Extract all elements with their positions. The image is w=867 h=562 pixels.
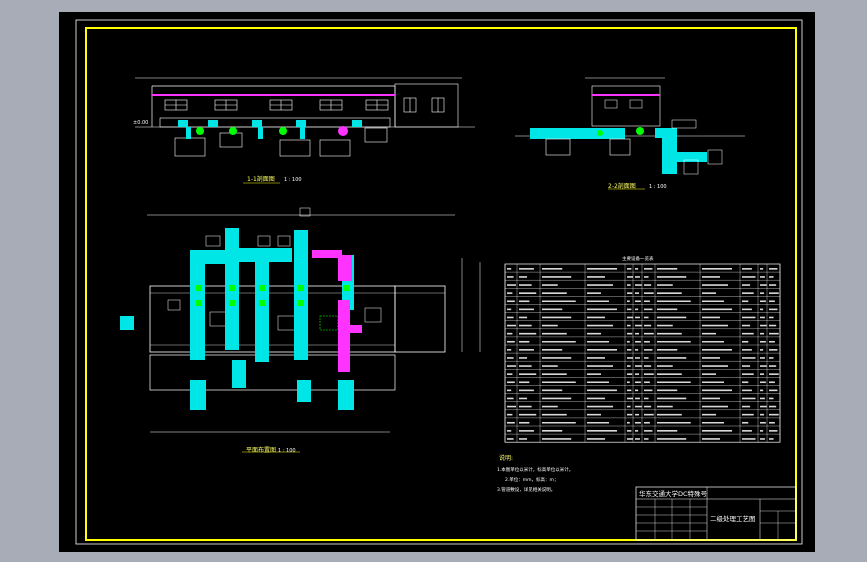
plan-view — [120, 207, 481, 433]
equipment-table — [504, 263, 781, 443]
note-line-2: 2.单位：mm，标高：m； — [505, 476, 558, 483]
section-2-title: 2-2剖面图 — [608, 182, 636, 190]
outer-border — [75, 19, 803, 545]
svg-text:±0.00: ±0.00 — [133, 120, 148, 126]
plan-scale: 1 : 100 — [278, 448, 296, 454]
title-block — [635, 486, 797, 541]
notes-heading: 说明: — [499, 454, 513, 462]
note-line-1: 1.本图单位以米计，标高单位以米计。 — [497, 466, 573, 473]
inner-frame — [85, 27, 797, 541]
drawing-sheet — [59, 12, 815, 552]
note-line-3: 3.管道敷设，详见相关说明。 — [497, 486, 555, 493]
equipment-table-title: 主要设备一览表 — [622, 255, 654, 262]
plan-title: 平面布置图 — [246, 446, 276, 454]
section-1-1: ±0.00 — [133, 77, 475, 157]
section-1-scale: 1 : 100 — [284, 177, 302, 183]
title-block-school: 华东交通大学DC特殊号 — [639, 489, 708, 498]
section-1-title: 1-1剖面图 — [247, 175, 275, 183]
section-2-scale: 1 : 100 — [649, 184, 667, 190]
title-block-project: 二级处理工艺图 — [710, 514, 756, 523]
section-2-2 — [515, 77, 745, 175]
